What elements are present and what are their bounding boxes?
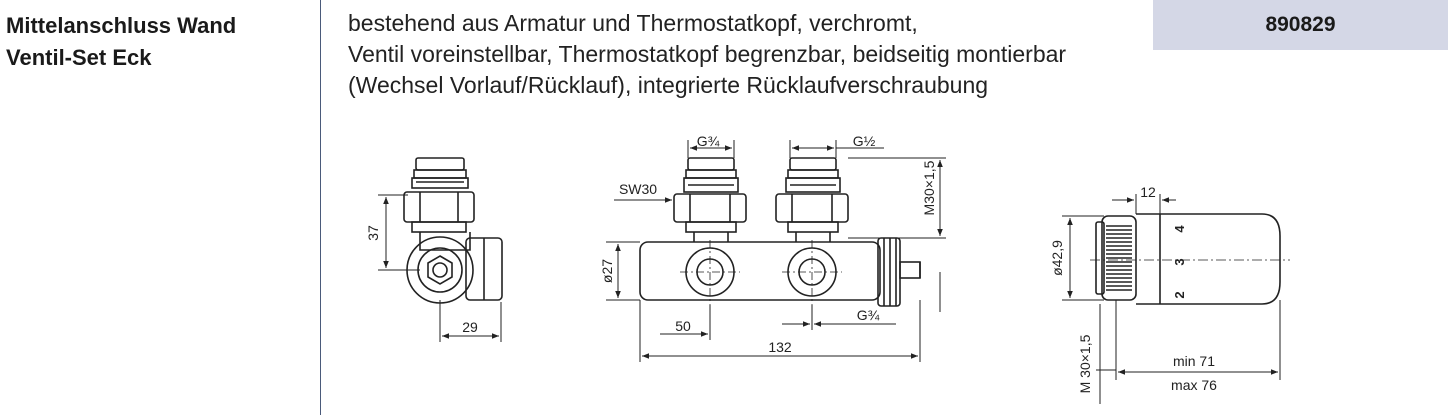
front-view-drawing bbox=[639, 157, 921, 307]
product-title: Mittelanschluss Wand Ventil-Set Eck bbox=[6, 10, 306, 74]
head-scale-3: 3 bbox=[1172, 258, 1187, 265]
dim-head-12: 12 bbox=[1140, 184, 1156, 200]
dim-side-height: 37 bbox=[365, 225, 381, 241]
description-line-2: Ventil voreinstellbar, Thermostatkopf be… bbox=[348, 41, 1067, 67]
front-view-centerlines bbox=[680, 240, 842, 305]
dim-head-min: min 71 bbox=[1173, 353, 1215, 369]
title-line-2: Ventil-Set Eck bbox=[6, 45, 152, 70]
dim-front-thread-right: G½ bbox=[853, 133, 876, 149]
article-number-box: 890829 bbox=[1153, 0, 1448, 50]
dim-front-132: 132 bbox=[768, 339, 792, 355]
dim-front-thread-left: G¾ bbox=[697, 133, 720, 149]
thermostat-head-drawing bbox=[1095, 213, 1281, 305]
side-view-dimensions bbox=[378, 194, 502, 342]
dim-front-50: 50 bbox=[675, 318, 691, 334]
thermostat-dimensions bbox=[1062, 194, 1281, 404]
description-line-3: (Wechsel Vorlauf/Rücklauf), integrierte … bbox=[348, 72, 989, 98]
dim-front-diameter: ø27 bbox=[599, 259, 615, 283]
dim-side-width: 29 bbox=[462, 319, 478, 335]
dim-head-diameter: ø42,9 bbox=[1049, 240, 1065, 276]
title-line-1: Mittelanschluss Wand bbox=[6, 13, 237, 38]
side-view-drawing bbox=[403, 157, 503, 304]
dim-front-g34-bottom: G¾ bbox=[857, 307, 880, 323]
dim-head-max: max 76 bbox=[1171, 377, 1217, 393]
knurl-lines bbox=[1106, 225, 1132, 291]
dim-front-m30: M30×1,5 bbox=[921, 160, 937, 215]
article-number: 890829 bbox=[1265, 13, 1336, 36]
head-scale-4: 4 bbox=[1172, 225, 1187, 233]
dim-head-m30: M 30×1,5 bbox=[1077, 334, 1093, 393]
description-line-1: bestehend aus Armatur und Thermostatkopf… bbox=[348, 10, 918, 36]
dim-front-sw: SW30 bbox=[619, 181, 657, 197]
front-view-dimensions bbox=[606, 140, 946, 362]
product-description: bestehend aus Armatur und Thermostatkopf… bbox=[348, 8, 1066, 101]
head-scale-2: 2 bbox=[1172, 291, 1187, 298]
column-divider bbox=[320, 0, 321, 415]
